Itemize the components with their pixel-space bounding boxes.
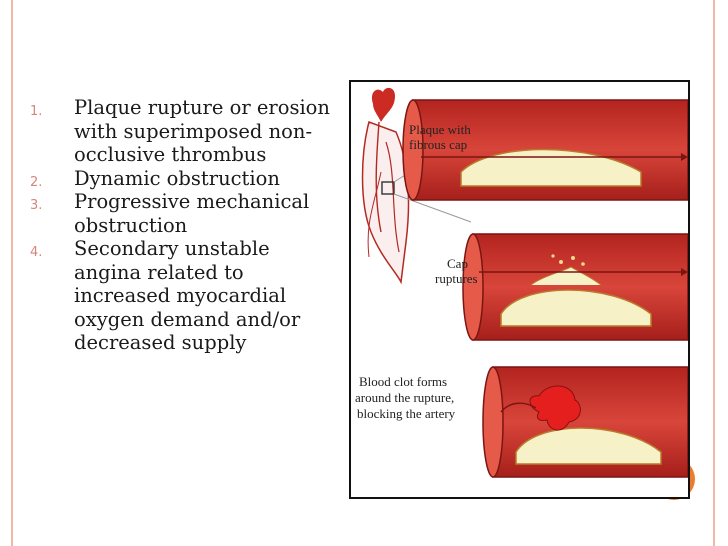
panel1-label-line1: Plaque with [409,122,471,137]
panel2-label-line1: Cap [447,256,468,271]
panel3-label-line2: around the rupture, [355,390,454,405]
list-item: 3. Progressive mechanical obstruction [30,190,340,237]
panel3-label-line3: blocking the artery [357,406,456,421]
right-frame-line [713,0,715,546]
artery-clot-panel [482,366,688,478]
list-item: 2. Dynamic obstruction [30,167,340,191]
panel1-label-line2: fibrous cap [409,137,467,152]
panel2-label-line2: ruptures [435,271,478,286]
list-item: 1. Plaque rupture or erosion with superim… [30,96,340,167]
artery-rupture-panel [462,233,688,341]
list-item: 4. Secondary unstable angina related to i… [30,237,340,355]
artery-diagram: Plaque with fibrous cap Cap ruptures Blo… [349,80,690,499]
list-number: 2. [30,174,43,190]
artery-plaque-panel [402,99,688,201]
list-number: 1. [30,104,43,119]
artery-illustration: Plaque with fibrous cap Cap ruptures Blo… [355,87,688,478]
list-number: 3. [30,198,43,213]
list-number: 4. [30,245,43,260]
list-text: Progressive mechanical obstruction [74,190,310,237]
left-frame-line [11,0,13,546]
list-text: Dynamic obstruction [74,166,280,190]
panel3-label-line1: Blood clot forms [359,374,447,389]
list-text: Secondary unstable angina related to inc… [74,237,301,354]
list-text: Plaque rupture or erosion with superimpo… [74,96,330,166]
heart-icon [361,87,410,285]
bullet-list: 1. Plaque rupture or erosion with superim… [30,96,340,355]
